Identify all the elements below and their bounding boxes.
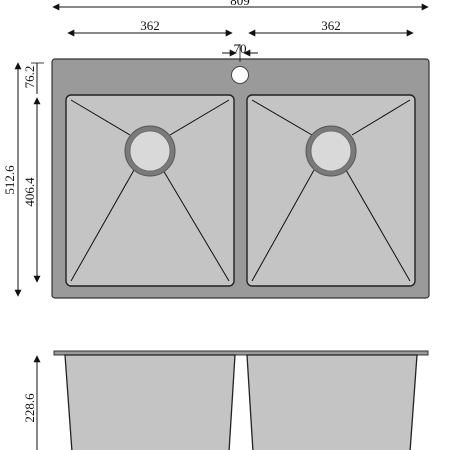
bowl-depth-label: 406.4: [22, 177, 37, 207]
overall-width-label: 809: [230, 0, 250, 8]
rear-deck-depth-label: 76.2: [22, 66, 37, 89]
left-bowl-width-label: 362: [140, 18, 160, 33]
bowl-height-label: 228.6: [22, 393, 37, 423]
overall-depth-dimension: 512.6: [2, 62, 22, 297]
overall-depth-label: 512.6: [2, 165, 17, 195]
left-bowl-width-dimension: 362: [67, 18, 233, 37]
right-bowl-width-dimension: 362: [248, 18, 414, 37]
right-bowl: [246, 94, 416, 287]
left-bowl-profile: [64, 354, 236, 450]
overall-width-dimension: 809: [52, 0, 429, 11]
faucet-hole: [231, 66, 249, 84]
right-bowl-width-label: 362: [321, 18, 341, 33]
left-bowl: [65, 94, 235, 287]
bowl-depth-dimension: 406.4: [22, 97, 41, 283]
rear-deck-depth-dimension: 76.2: [22, 62, 44, 94]
bowl-height-dimension: 228.6: [22, 355, 41, 450]
right-bowl-profile: [246, 354, 418, 450]
faucet-offset-dimension: 70: [222, 41, 258, 62]
sink-side-view: [53, 350, 429, 450]
faucet-offset-label: 70: [234, 41, 247, 56]
